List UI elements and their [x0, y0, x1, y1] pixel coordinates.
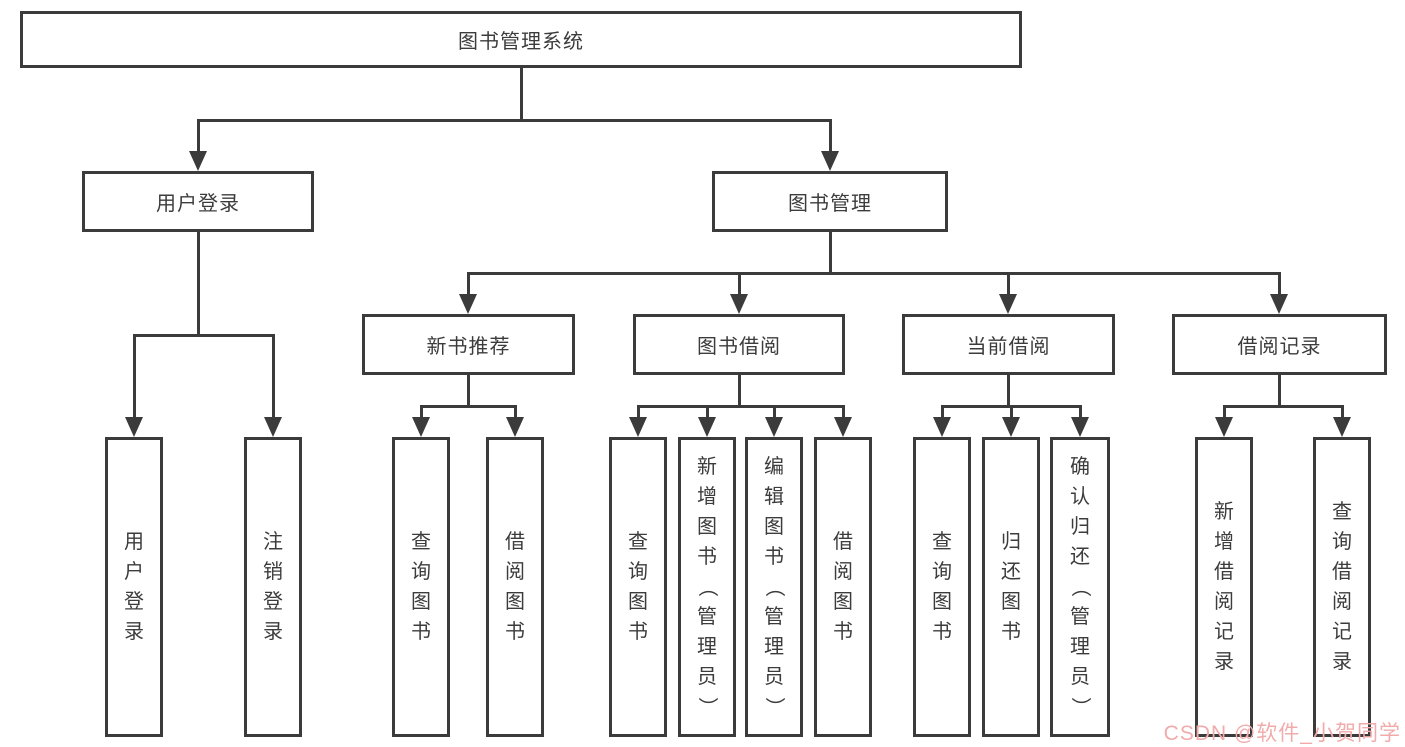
connector-line	[737, 375, 741, 405]
arrowhead-down	[459, 294, 477, 314]
arrowhead-down	[834, 417, 852, 437]
arrowhead-down	[189, 151, 207, 171]
leaf-query-book-2-label: 查询图书	[628, 531, 648, 643]
connector-line	[466, 375, 470, 405]
leaf-add-borrow-record-label: 新增借阅记录	[1214, 501, 1234, 673]
connector-line	[1009, 405, 1013, 419]
leaf-query-book-3-label: 查询图书	[932, 531, 952, 643]
arrowhead-down	[1002, 417, 1020, 437]
leaf-query-borrow-record-label: 查询借阅记录	[1332, 501, 1352, 673]
connector-line	[1078, 405, 1082, 419]
leaf-query-borrow-record: 查询借阅记录	[1313, 437, 1371, 737]
leaf-return-book: 归还图书	[982, 437, 1040, 737]
node-current-borrow-label: 当前借阅	[966, 336, 1051, 358]
connector-line	[132, 334, 275, 337]
leaf-borrow-book-2: 借阅图书	[814, 437, 872, 737]
connector-line	[828, 232, 832, 272]
connector-line	[1277, 272, 1281, 296]
connector-line	[705, 405, 709, 419]
connector-line	[1277, 375, 1281, 405]
connector-line	[636, 405, 640, 419]
leaf-borrow-book-1-label: 借阅图书	[505, 531, 525, 643]
connector-line	[636, 405, 845, 408]
leaf-add-book-admin-label: 新增图书（管理员）	[696, 456, 718, 717]
connector-line	[828, 119, 832, 153]
connector-line	[196, 232, 200, 334]
arrowhead-down	[629, 417, 647, 437]
arrowhead-down	[412, 417, 430, 437]
node-borrow-records: 借阅记录	[1172, 314, 1387, 375]
connector-line	[1222, 405, 1344, 408]
arrowhead-down	[1071, 417, 1089, 437]
leaf-borrow-book-1: 借阅图书	[486, 437, 544, 737]
node-borrow-records-label: 借阅记录	[1237, 336, 1322, 358]
arrowhead-down	[264, 417, 282, 437]
connector-line	[513, 405, 517, 419]
leaf-borrow-book-2-label: 借阅图书	[833, 531, 853, 643]
connector-line	[1340, 405, 1344, 419]
node-book-borrow: 图书借阅	[633, 314, 845, 375]
connector-line	[1006, 272, 1010, 296]
connector-line	[196, 119, 832, 122]
connector-line	[772, 405, 776, 419]
leaf-add-book-admin: 新增图书（管理员）	[678, 437, 736, 737]
leaf-query-book-1: 查询图书	[392, 437, 450, 737]
connector-line	[737, 272, 741, 296]
node-root-label: 图书管理系统	[458, 31, 584, 53]
connector-line	[196, 119, 200, 153]
arrowhead-down	[730, 294, 748, 314]
connector-line	[940, 405, 944, 419]
leaf-query-book-1-label: 查询图书	[411, 531, 431, 643]
leaf-return-book-label: 归还图书	[1001, 531, 1021, 643]
arrowhead-down	[933, 417, 951, 437]
arrowhead-down	[506, 417, 524, 437]
leaf-query-book-3: 查询图书	[913, 437, 971, 737]
arrowhead-down	[1270, 294, 1288, 314]
leaf-edit-book-admin-label: 编辑图书（管理员）	[763, 456, 785, 717]
arrowhead-down	[999, 294, 1017, 314]
leaf-confirm-return-admin: 确认归还（管理员）	[1050, 437, 1110, 737]
connector-line	[132, 334, 136, 419]
arrowhead-down	[765, 417, 783, 437]
node-book-management-label: 图书管理	[788, 193, 872, 215]
node-new-book-recommend: 新书推荐	[362, 314, 575, 375]
leaf-confirm-return-admin-label: 确认归还（管理员）	[1069, 456, 1091, 717]
node-book-management: 图书管理	[712, 171, 948, 232]
arrowhead-down	[1215, 417, 1233, 437]
connector-line	[841, 405, 845, 419]
leaf-edit-book-admin: 编辑图书（管理员）	[745, 437, 803, 737]
arrowhead-down	[1333, 417, 1351, 437]
connector-line	[466, 272, 1281, 275]
node-current-borrow: 当前借阅	[902, 314, 1115, 375]
node-book-borrow-label: 图书借阅	[697, 336, 781, 358]
connector-line	[1222, 405, 1226, 419]
arrowhead-down	[125, 417, 143, 437]
leaf-logout-label: 注销登录	[263, 531, 283, 643]
arrowhead-down	[821, 151, 839, 171]
connector-line	[271, 334, 275, 419]
leaf-user-login-label: 用户登录	[124, 531, 144, 643]
connector-line	[1006, 375, 1010, 405]
leaf-user-login: 用户登录	[105, 437, 163, 737]
node-root: 图书管理系统	[20, 11, 1022, 68]
node-user-login-label: 用户登录	[156, 193, 240, 215]
connector-line	[519, 68, 523, 119]
leaf-add-borrow-record: 新增借阅记录	[1195, 437, 1253, 737]
connector-line	[466, 272, 470, 296]
connector-line	[419, 405, 423, 419]
node-user-login: 用户登录	[82, 171, 314, 232]
leaf-query-book-2: 查询图书	[609, 437, 667, 737]
node-new-book-recommend-label: 新书推荐	[426, 336, 511, 358]
leaf-logout: 注销登录	[244, 437, 302, 737]
connector-line	[419, 405, 517, 408]
arrowhead-down	[698, 417, 716, 437]
csdn-watermark: CSDN @软件_小贺同学	[1163, 722, 1401, 745]
